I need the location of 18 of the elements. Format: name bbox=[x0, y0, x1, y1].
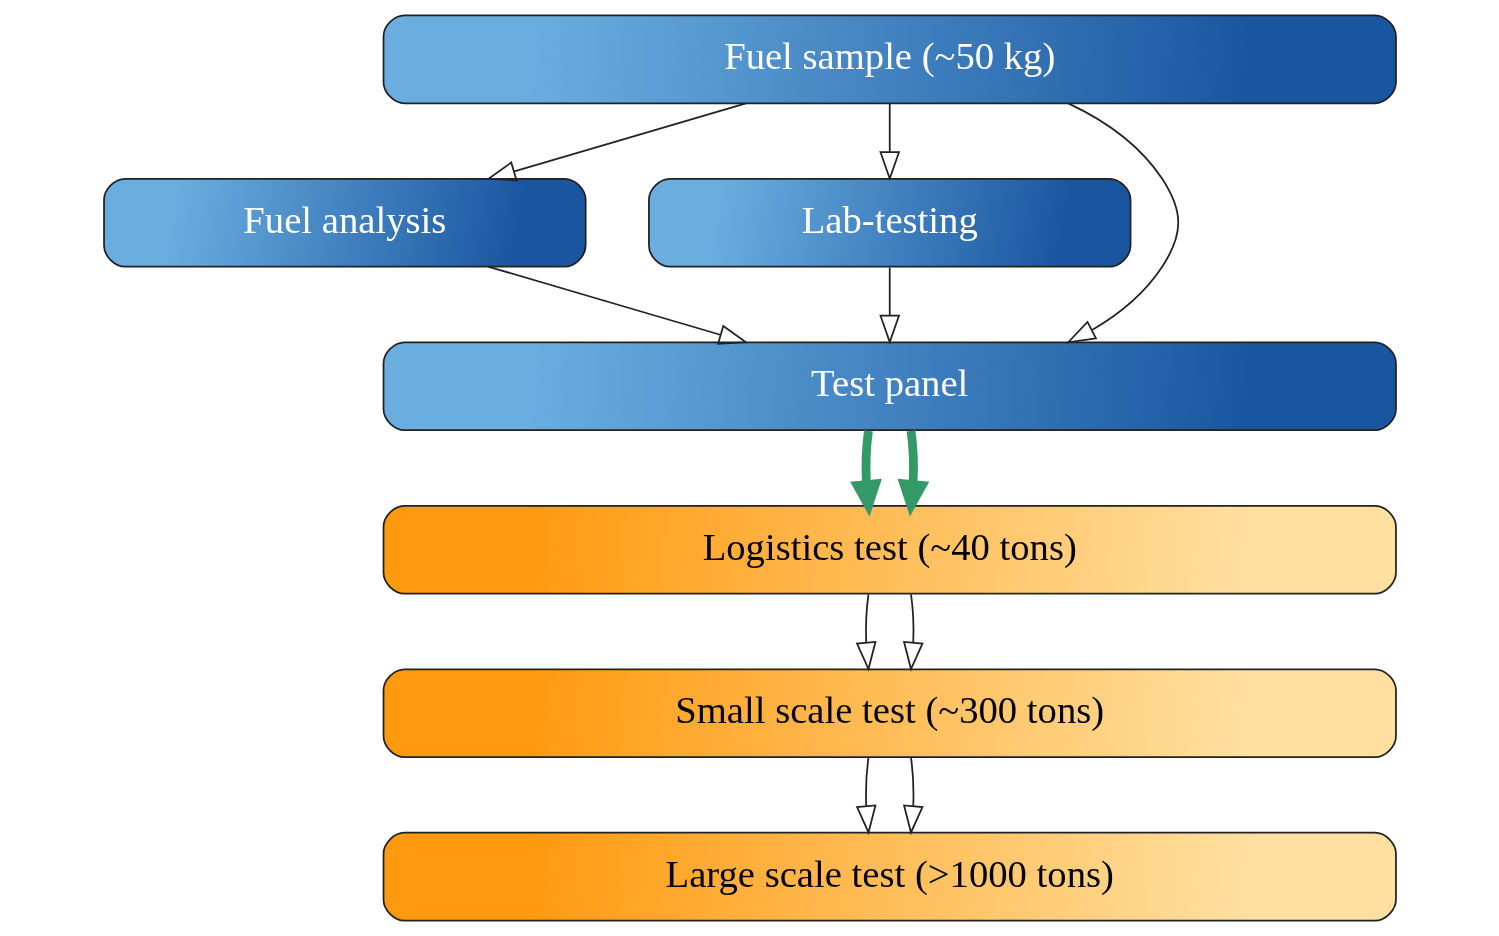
node-box: Logistics test (~40 tons) bbox=[382, 504, 1397, 595]
arrow bbox=[855, 593, 877, 672]
arrow bbox=[855, 756, 877, 836]
node-box: Large scale test (>1000 tons) bbox=[382, 831, 1397, 922]
node-box: Lab-testing bbox=[647, 177, 1131, 268]
arrow bbox=[487, 265, 749, 345]
node-box: Small scale test (~300 tons) bbox=[382, 668, 1397, 759]
arrow bbox=[897, 430, 929, 517]
node-box: Test panel bbox=[382, 341, 1397, 432]
arrow bbox=[849, 430, 882, 517]
arrow bbox=[878, 266, 900, 345]
arrow bbox=[902, 756, 924, 836]
node-box: Fuel analysis bbox=[102, 177, 587, 268]
arrow bbox=[485, 102, 747, 182]
node-box: Fuel sample (~50 kg) bbox=[382, 14, 1397, 105]
arrow bbox=[1065, 102, 1179, 344]
arrow bbox=[878, 103, 900, 182]
arrow bbox=[902, 593, 924, 672]
